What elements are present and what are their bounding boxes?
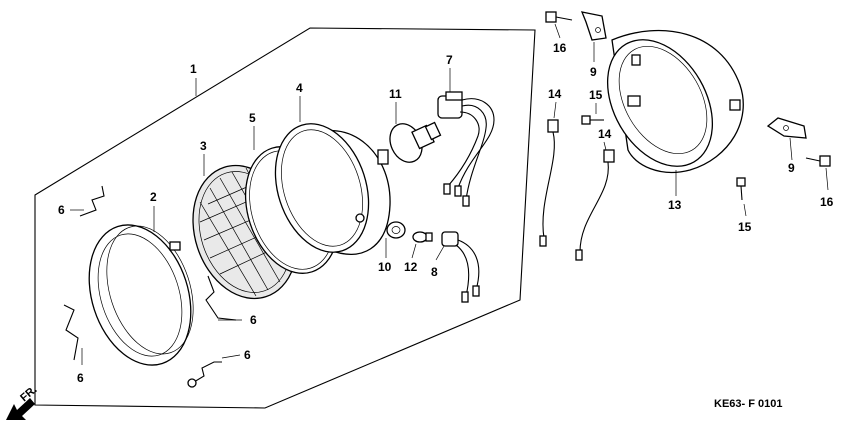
- callout-14-right: 14: [598, 127, 612, 141]
- callout-4: 4: [296, 81, 303, 95]
- mounting-bracket-upper: [580, 11, 607, 41]
- spring-clip-middle: [205, 275, 237, 321]
- screw-upper: [581, 115, 604, 125]
- callout-16-upper: 16: [553, 41, 567, 55]
- position-lamp-socket: [441, 231, 480, 303]
- callout-7: 7: [446, 53, 453, 67]
- position-lamp-socket-rubber: [386, 221, 406, 239]
- indicator-lead-right: [575, 149, 615, 261]
- callout-1: 1: [190, 62, 197, 76]
- callout-9-upper: 9: [590, 65, 597, 79]
- callout-5: 5: [249, 111, 256, 125]
- leader-lines: [70, 23, 829, 365]
- callout-13: 13: [668, 198, 682, 212]
- callout-12: 12: [404, 260, 418, 274]
- indicator-lead-left: [539, 119, 559, 247]
- callout-6-lower: 6: [244, 348, 251, 362]
- callout-8: 8: [431, 265, 438, 279]
- callout-2: 2: [150, 190, 157, 204]
- callout-6-left: 6: [77, 371, 84, 385]
- headlight-rim: [88, 224, 194, 366]
- spring-clip-upper-left: [79, 185, 105, 217]
- callout-9-right: 9: [788, 161, 795, 175]
- screw-lower: [736, 177, 746, 201]
- callout-6-middle: 6: [250, 313, 257, 327]
- spring-clip-lower: [187, 361, 222, 388]
- reflector-unit: [274, 123, 391, 255]
- drawing-code: KE63- F 0101: [714, 398, 782, 410]
- headlight-case: [606, 29, 744, 174]
- flange-bolt-upper: [545, 11, 573, 23]
- callout-11: 11: [389, 87, 402, 101]
- front-arrow-icon: [6, 398, 35, 420]
- assembly-outline-box: [34, 27, 536, 409]
- callout-15-upper: 15: [589, 88, 603, 102]
- callout-15-lower: 15: [738, 220, 752, 234]
- callout-14-left: 14: [548, 87, 562, 101]
- callout-16-right: 16: [820, 195, 834, 209]
- front-direction-label: FR.: [18, 384, 39, 405]
- callout-3: 3: [200, 139, 207, 153]
- headlight-bulb: [389, 121, 442, 163]
- bulb-socket: [437, 91, 495, 207]
- flange-bolt-right: [805, 155, 831, 167]
- callout-6-upper-left: 6: [58, 203, 65, 217]
- mounting-bracket-right: [766, 117, 807, 139]
- position-lamp-bulb: [412, 231, 433, 243]
- spring-clip-left: [63, 304, 79, 361]
- callout-10: 10: [378, 260, 392, 274]
